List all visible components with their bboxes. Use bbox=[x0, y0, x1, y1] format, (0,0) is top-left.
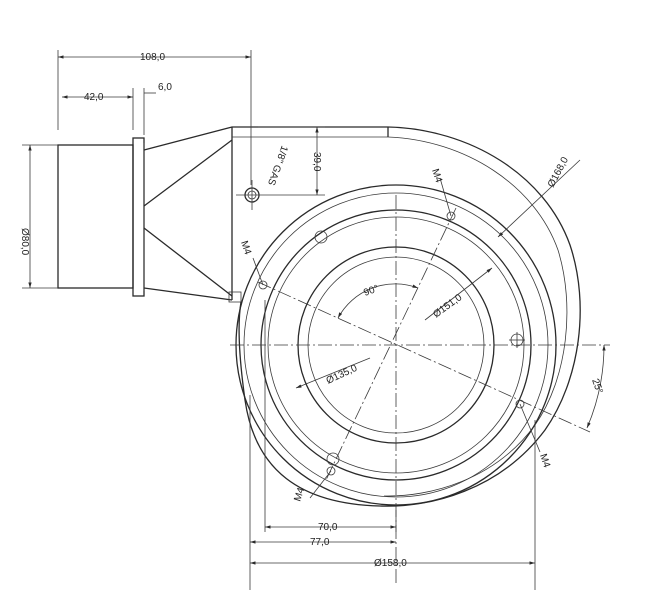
dim-gas-offset: 39,0 bbox=[311, 152, 322, 172]
hole-label-bottom-left: M4 bbox=[292, 486, 307, 503]
dim-flange-diameter: Ø151,0 bbox=[431, 292, 464, 320]
dim-inlet-offset: 42,0 bbox=[84, 92, 104, 103]
housing bbox=[235, 126, 581, 507]
dimension-lines bbox=[22, 50, 606, 590]
gas-port bbox=[236, 180, 268, 210]
hole-label-right: M4 bbox=[537, 453, 552, 470]
dim-rotation-angle: 25° bbox=[589, 377, 605, 395]
dim-width-70: 70,0 bbox=[318, 522, 338, 533]
transition-cone bbox=[143, 126, 389, 303]
dim-hole-angle: 90° bbox=[362, 283, 380, 299]
dim-housing-diameter: Ø158,0 bbox=[374, 558, 407, 569]
outlet-duct bbox=[57, 137, 145, 297]
dim-outlet-diameter: Ø80,0 bbox=[19, 228, 30, 256]
dim-flange-thickness: 6,0 bbox=[158, 82, 172, 93]
hole-label-left: M4 bbox=[238, 240, 253, 257]
hole-label-top-right: M4 bbox=[429, 168, 444, 185]
dim-gas-port: 1/8" GAS bbox=[265, 144, 290, 187]
dim-bolt-circle: Ø135,0 bbox=[325, 363, 360, 387]
dim-overall-width: 108,0 bbox=[140, 52, 165, 63]
dim-width-77: 77,0 bbox=[310, 537, 330, 548]
dimension-labels: 108,0 42,0 6,0 Ø80,0 1/8" GAS 39,0 Ø168,… bbox=[19, 52, 605, 569]
